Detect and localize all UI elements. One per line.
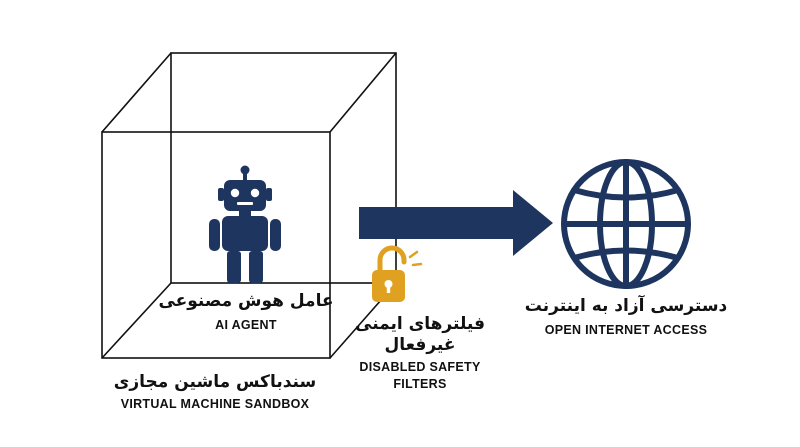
internet-label-en: OPEN INTERNET ACCESS: [544, 323, 708, 337]
filters-label-fa-line1: فیلترهای ایمنی: [355, 314, 485, 334]
filters-label-en-line2: FILTERS: [393, 377, 447, 391]
robot-icon: [209, 165, 281, 283]
sandbox-label-en: VIRTUAL MACHINE SANDBOX: [120, 397, 310, 411]
agent-label-fa: عامل هوش مصنوعی: [158, 291, 334, 311]
cube-edge: [101, 282, 172, 359]
filters-label-fa-line2: غیرفعال: [384, 335, 456, 355]
cube-back-face: [170, 52, 397, 284]
sandbox-cube: [101, 52, 397, 359]
unlocked-padlock-icon: [372, 245, 423, 302]
agent-label-en: AI AGENT: [215, 318, 277, 332]
cube-edge: [329, 52, 397, 133]
sandbox-label-fa: سندباکس ماشین مجازی: [113, 372, 317, 392]
filters-label-en-line1: DISABLED SAFETY: [359, 360, 481, 374]
internet-label-fa: دسترسی آزاد به اینترنت: [524, 296, 728, 316]
arrow-right-icon: [359, 190, 553, 256]
cube-edge: [101, 52, 172, 133]
globe-icon: [561, 159, 691, 289]
cube-front-face: [101, 131, 331, 359]
